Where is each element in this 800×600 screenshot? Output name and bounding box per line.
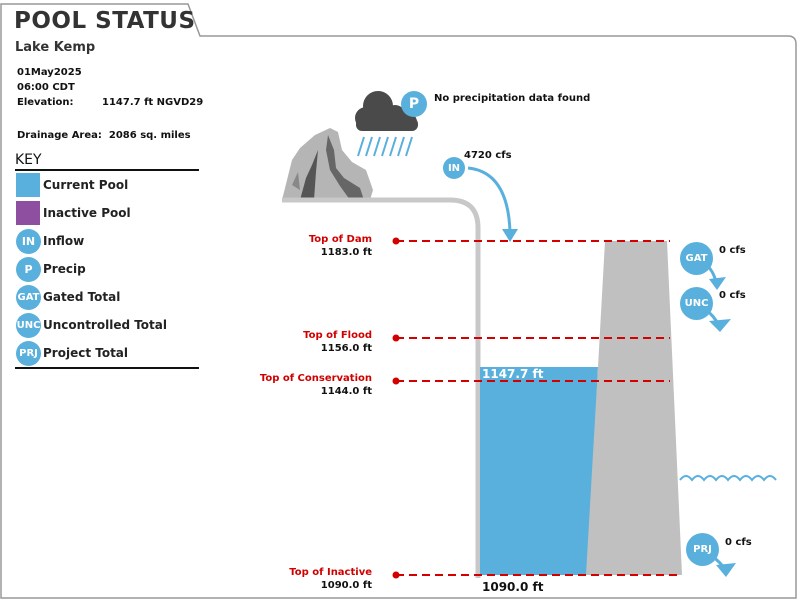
key-item-uncontrolled-total: UNC Uncontrolled Total	[16, 312, 168, 338]
current-pool	[480, 367, 598, 575]
top-of-inactive-label: Top of Inactive 1090.0 ft	[289, 566, 372, 592]
level-name: Top of Dam	[308, 234, 372, 245]
dam-structure	[586, 241, 682, 575]
key-title: KEY	[15, 152, 42, 168]
inflow-circle-icon: IN	[443, 157, 465, 179]
elevation-label: Elevation:	[17, 97, 74, 108]
top-of-flood-label: Top of Flood 1156.0 ft	[303, 329, 372, 355]
reservoir-bank	[282, 197, 481, 578]
project-total-icon: PRJ	[16, 340, 41, 366]
project-total-value: 0 cfs	[725, 537, 752, 548]
tailwater-waves	[679, 475, 777, 482]
precip-text: No precipitation data found	[434, 93, 591, 104]
pool-bottom-label: 1090.0 ft	[482, 580, 544, 594]
level-value: 1156.0 ft	[320, 343, 372, 354]
mountain-icon	[282, 128, 373, 200]
time-text: 06:00 CDT	[17, 82, 75, 93]
uncontrolled-total-circle-icon: UNC	[680, 287, 713, 320]
key-item-inactive-pool: Inactive Pool	[16, 201, 131, 225]
key-label: Precip	[43, 262, 86, 276]
drainage-label: Drainage Area:	[17, 130, 102, 141]
precip-icon: P	[16, 256, 41, 282]
key-label: Uncontrolled Total	[43, 318, 168, 332]
uncontrolled-total-icon: UNC	[16, 312, 41, 338]
rain-cloud-icon	[355, 91, 418, 157]
current-pool-swatch	[16, 173, 40, 197]
page-title: POOL STATUS	[14, 8, 196, 34]
project-name: Lake Kemp	[15, 40, 96, 55]
level-name: Top of Conservation	[259, 373, 372, 384]
top-of-conservation-label: Top of Conservation 1144.0 ft	[260, 372, 372, 398]
key-label: Inflow	[43, 234, 85, 248]
elevation-value: 1147.7 ft NGVD29	[102, 97, 204, 108]
level-value: 1144.0 ft	[320, 386, 372, 397]
drainage-value: 2086 sq. miles	[108, 130, 191, 141]
key-label: Project Total	[43, 346, 129, 360]
inflow-value: 4720 cfs	[464, 150, 512, 161]
level-value: 1090.0 ft	[320, 580, 372, 591]
key-divider-bottom	[15, 367, 199, 369]
key-item-project-total: PRJ Project Total	[16, 340, 129, 366]
key-label: Gated Total	[43, 290, 121, 304]
inactive-pool-swatch	[16, 201, 40, 225]
key-item-precip: P Precip	[16, 256, 86, 282]
project-total-circle-icon: PRJ	[686, 533, 719, 566]
drainage-row: Drainage Area: 2086 sq. miles	[17, 130, 191, 141]
elevation-row: Elevation: 1147.7 ft NGVD29	[17, 97, 203, 108]
gated-total-icon: GAT	[16, 284, 41, 310]
key-divider-top	[15, 169, 199, 171]
current-pool-label: 1147.7 ft	[482, 367, 544, 381]
gated-total-value: 0 cfs	[719, 245, 746, 256]
top-of-dam-label: Top of Dam 1183.0 ft	[309, 233, 372, 259]
level-name: Top of Inactive	[289, 567, 372, 578]
level-name: Top of Flood	[303, 330, 372, 341]
gated-total-circle-icon: GAT	[680, 242, 713, 275]
precip-circle-icon: P	[401, 91, 427, 117]
uncontrolled-total-value: 0 cfs	[719, 290, 746, 301]
key-item-current-pool: Current Pool	[16, 173, 128, 197]
key-label: Current Pool	[43, 178, 129, 192]
key-label: Inactive Pool	[43, 206, 131, 220]
date-text: 01May2025	[17, 67, 82, 78]
inflow-icon: IN	[16, 228, 41, 254]
key-item-gated-total: GAT Gated Total	[16, 284, 121, 310]
level-value: 1183.0 ft	[320, 247, 372, 258]
inflow-arrow	[467, 166, 512, 233]
key-item-inflow: IN Inflow	[16, 228, 85, 254]
